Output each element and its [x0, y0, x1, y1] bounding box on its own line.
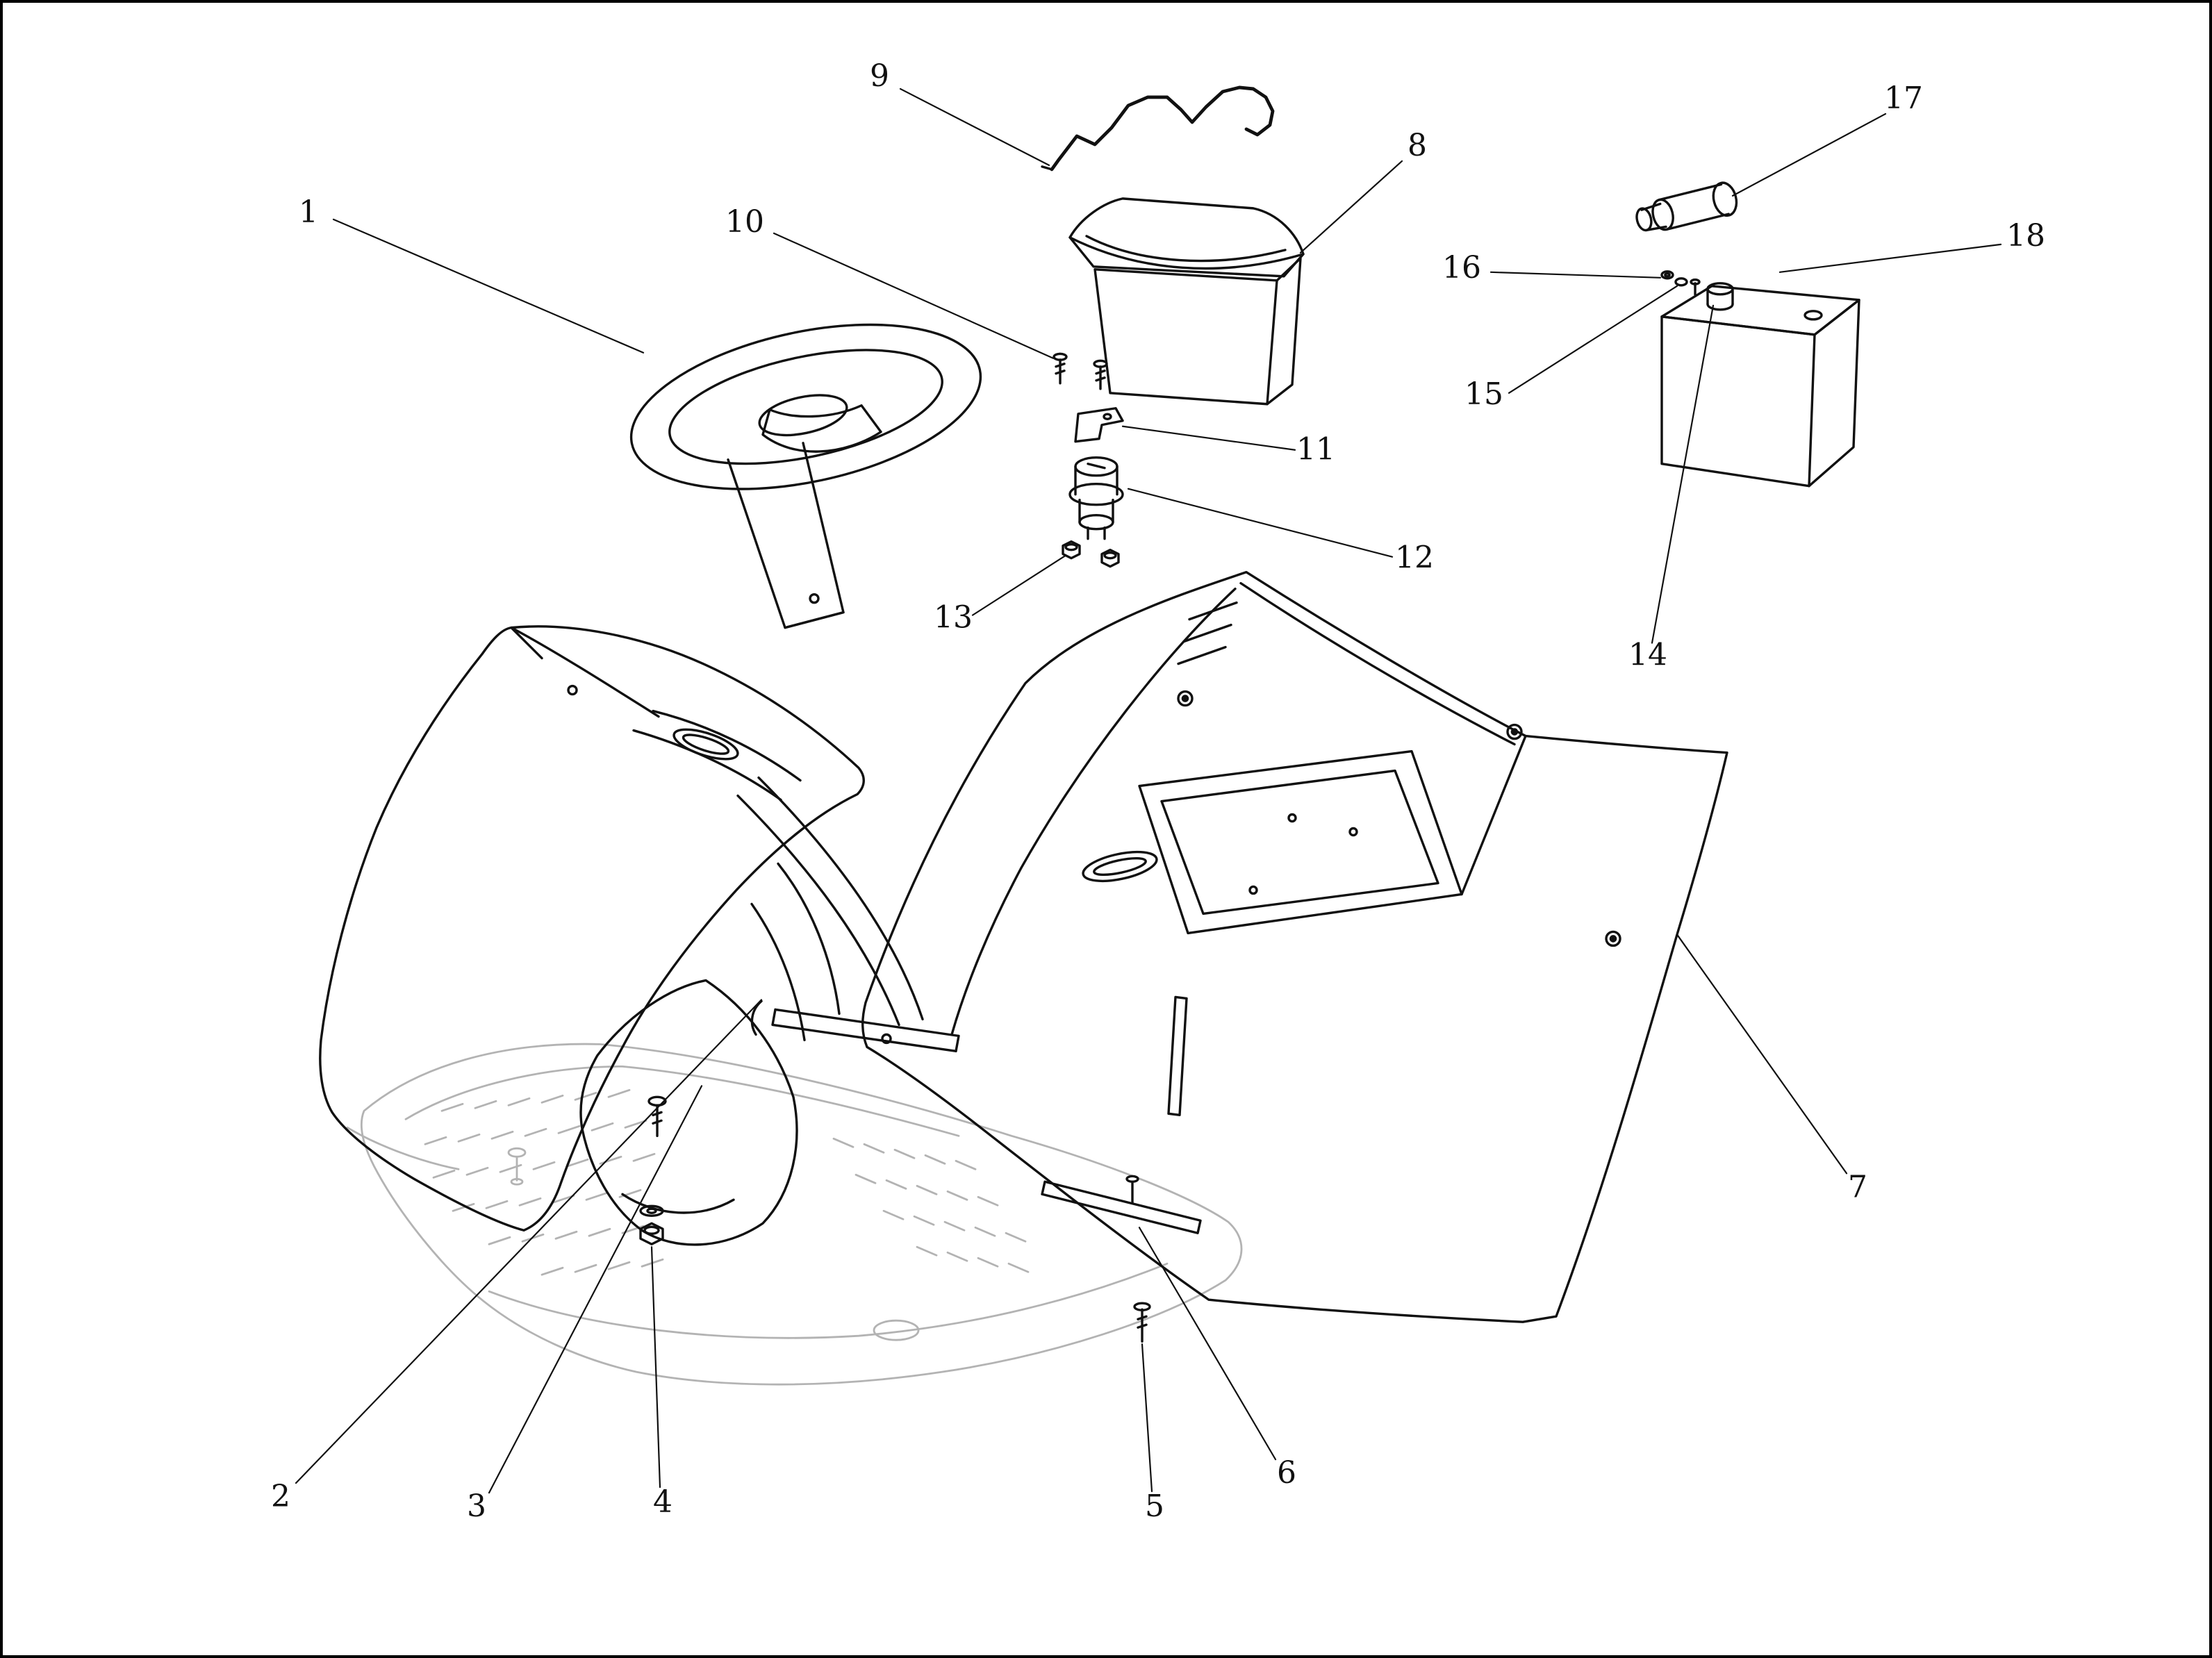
rear-fender-drawing [861, 570, 1728, 1323]
battery-terminal [1706, 282, 1823, 321]
bottom-fasteners-drawing [639, 1095, 1151, 1343]
terminal-hardware [1660, 270, 1701, 296]
screws-drawing [1053, 352, 1108, 390]
callout-label-12: 12 [1395, 540, 1434, 576]
callout-label-16: 16 [1442, 250, 1481, 285]
battery-drawing [1660, 270, 1860, 488]
callout-label-11: 11 [1296, 432, 1335, 467]
callout-label-9: 9 [870, 58, 889, 94]
callout-label-1: 1 [299, 194, 318, 230]
callout-label-13: 13 [934, 600, 973, 636]
callout-label-3: 3 [467, 1489, 486, 1524]
nuts-drawing [1062, 540, 1120, 568]
callout-label-14: 14 [1628, 638, 1667, 673]
bracket-drawing [1074, 407, 1124, 443]
callout-label-2: 2 [271, 1479, 290, 1514]
callout-label-18: 18 [2006, 218, 2045, 254]
terminal-boot-drawing [1635, 181, 1738, 232]
callout-label-5: 5 [1145, 1489, 1164, 1524]
callout-label-7: 7 [1848, 1169, 1867, 1204]
callout-label-4: 4 [653, 1484, 672, 1520]
console-tower-drawing [319, 625, 960, 1246]
callout-label-6: 6 [1277, 1455, 1296, 1491]
ignition-switch-drawing [1068, 456, 1124, 540]
callout-label-15: 15 [1464, 376, 1503, 412]
callout-label-17: 17 [1884, 81, 1923, 116]
callout-label-8: 8 [1408, 128, 1427, 163]
wire-rod-drawing [1041, 85, 1275, 172]
callout-labels: 1 2 3 4 5 6 7 8 9 10 11 12 13 14 15 16 1… [271, 58, 2045, 1524]
ghost-screw [507, 1147, 527, 1186]
callout-label-10: 10 [725, 204, 764, 240]
steering-wheel-drawing [629, 323, 982, 629]
leader-lines [295, 88, 2002, 1494]
battery-cover-drawing [1068, 197, 1305, 406]
